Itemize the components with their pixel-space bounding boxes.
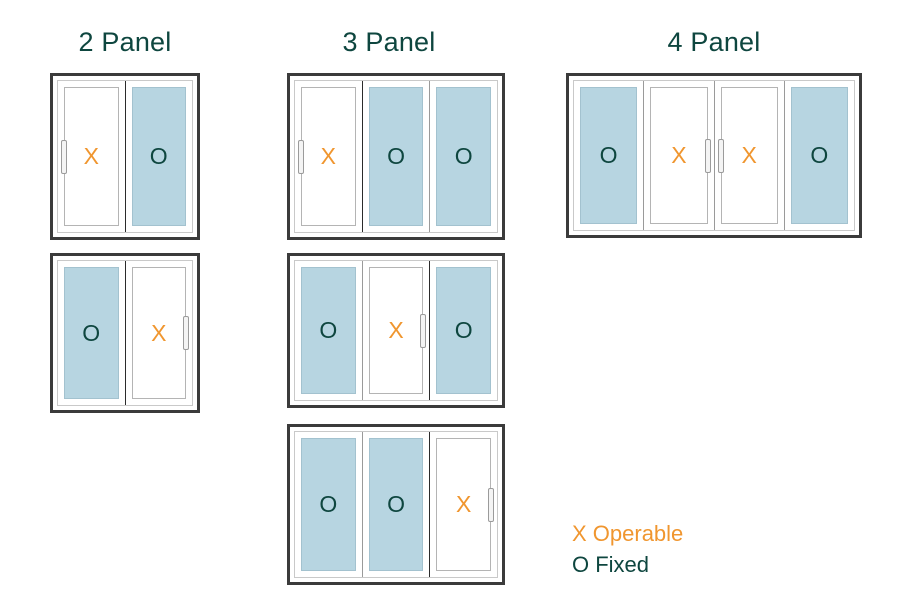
- panel-operable[interactable]: X: [58, 81, 125, 232]
- group-title-3-panel: 3 Panel: [342, 27, 436, 57]
- door-frame-inner: X O: [57, 80, 193, 233]
- door-configuration-3-panel-xoo[interactable]: X O O: [287, 73, 505, 240]
- panel-operable[interactable]: X: [429, 432, 498, 577]
- door-handle-icon[interactable]: [704, 138, 711, 173]
- panel-fixed[interactable]: O: [574, 81, 644, 230]
- panel-fixed[interactable]: O: [361, 81, 430, 232]
- panel-operable[interactable]: X: [361, 261, 430, 400]
- panel-sash: [368, 267, 424, 394]
- panel-fixed[interactable]: O: [783, 81, 854, 230]
- panel-sash: [436, 267, 492, 394]
- door-configuration-3-panel-oxo[interactable]: O X O: [287, 253, 505, 408]
- panel-sash: [368, 87, 424, 226]
- panel-sash: [64, 267, 119, 399]
- door-handle-icon[interactable]: [420, 313, 427, 348]
- panel-sash: [64, 87, 119, 226]
- panel-fixed[interactable]: O: [295, 432, 362, 577]
- legend: X Operable O Fixed: [572, 518, 683, 580]
- panel-fixed[interactable]: O: [124, 81, 192, 232]
- panel-sash: [790, 87, 848, 224]
- panel-fixed[interactable]: O: [429, 261, 498, 400]
- legend-fixed: O Fixed: [572, 552, 650, 577]
- door-handle-icon[interactable]: [183, 316, 189, 350]
- door-handle-icon[interactable]: [488, 487, 495, 522]
- door-configuration-3-panel-oox[interactable]: O O X: [287, 424, 505, 585]
- door-frame-inner: O X O: [294, 260, 498, 401]
- legend-operable: X Operable: [572, 521, 684, 546]
- door-configuration-2-panel-ox[interactable]: O X: [50, 253, 200, 413]
- group-title-4-panel: 4 Panel: [667, 27, 761, 57]
- door-frame-inner: O X X O: [573, 80, 855, 231]
- door-handle-icon[interactable]: [61, 139, 67, 174]
- panel-sash: [368, 438, 424, 571]
- panel-sash: [301, 87, 356, 226]
- panel-sash: [131, 87, 186, 226]
- panel-fixed[interactable]: O: [361, 432, 430, 577]
- panel-fixed[interactable]: O: [429, 81, 498, 232]
- panel-fixed[interactable]: O: [295, 261, 362, 400]
- door-configuration-2-panel-xo[interactable]: X O: [50, 73, 200, 240]
- door-handle-icon[interactable]: [298, 139, 304, 174]
- panel-sash: [650, 87, 708, 224]
- panel-operable[interactable]: X: [124, 261, 192, 405]
- door-frame-inner: O X: [57, 260, 193, 406]
- panel-operable[interactable]: X: [295, 81, 362, 232]
- panel-sash: [301, 438, 356, 571]
- panel-sash: [720, 87, 778, 224]
- panel-operable[interactable]: X: [713, 81, 784, 230]
- door-frame-inner: O O X: [294, 431, 498, 578]
- group-title-2-panel: 2 Panel: [78, 27, 172, 57]
- panel-operable[interactable]: X: [643, 81, 714, 230]
- panel-sash: [131, 267, 186, 399]
- panel-sash: [580, 87, 638, 224]
- panel-sash: [301, 267, 356, 394]
- door-handle-icon[interactable]: [717, 138, 724, 173]
- door-configuration-4-panel-oxxo[interactable]: O X X O: [566, 73, 862, 238]
- door-frame-inner: X O O: [294, 80, 498, 233]
- panel-sash: [436, 87, 492, 226]
- panel-sash: [436, 438, 492, 571]
- panel-fixed[interactable]: O: [58, 261, 125, 405]
